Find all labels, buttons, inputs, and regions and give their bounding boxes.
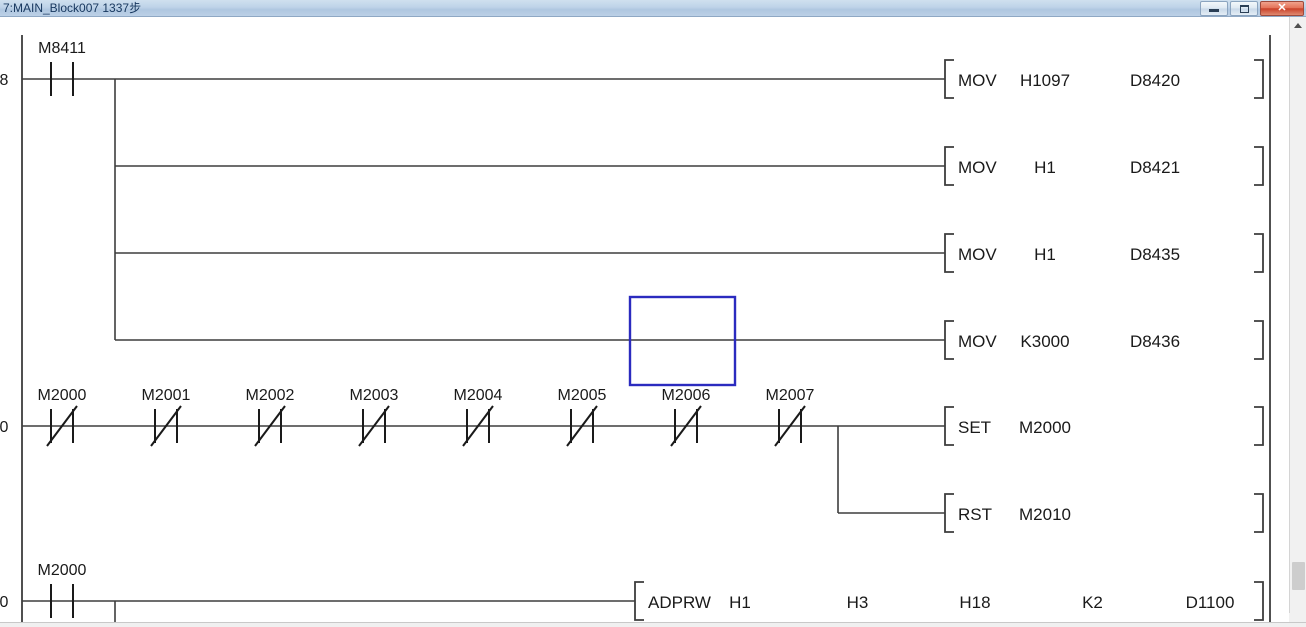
- contact-label: M2003: [350, 387, 399, 404]
- instruction-name: SET: [958, 418, 991, 437]
- contact-slash: [774, 405, 806, 447]
- contact-label: M2006: [662, 387, 711, 404]
- instruction-operand-0: H1097: [1020, 71, 1070, 90]
- instruction-bracket-open: [944, 493, 954, 533]
- instruction-bracket-open: [944, 59, 954, 99]
- close-icon: ✕: [1277, 2, 1287, 14]
- instruction-name: MOV: [958, 71, 997, 90]
- instruction-bracket-close: [1254, 581, 1264, 621]
- instruction-operand-2: H18: [959, 593, 990, 612]
- rung-interlock-chain[interactable]: M2000 M2001 M2002 M2003 M2004 M2005 M2006 M2007…: [22, 387, 1264, 533]
- instruction-bracket-close: [1254, 59, 1264, 99]
- contact-label: M2001: [142, 387, 191, 404]
- instruction-bracket-open: [944, 320, 954, 360]
- instruction-bracket-open: [944, 406, 954, 446]
- minimize-button[interactable]: [1200, 1, 1228, 16]
- instruction-bracket-close: [1254, 493, 1264, 533]
- minimize-icon: [1201, 2, 1227, 15]
- instruction-operand-1: D8435: [1130, 245, 1180, 264]
- instruction-operand-0: K3000: [1020, 332, 1069, 351]
- instruction-name: MOV: [958, 245, 997, 264]
- instruction-operand-0: H1: [1034, 158, 1056, 177]
- instruction-operand-0: H1: [729, 593, 751, 612]
- contact-label: M8411: [38, 40, 86, 57]
- contact-label: M2004: [454, 387, 503, 404]
- window-titlebar[interactable]: 7:MAIN_Block007 1337步 ✕: [0, 0, 1306, 17]
- contact-slash: [670, 405, 702, 447]
- instruction-bracket-open: [944, 146, 954, 186]
- instruction-operand-0: H1: [1034, 245, 1056, 264]
- contact-label: M2002: [246, 387, 295, 404]
- instruction-bracket-close: [1254, 146, 1264, 186]
- selection-cursor-box[interactable]: [628, 295, 737, 387]
- contact-slash: [566, 405, 598, 447]
- instruction-bracket-close: [1254, 320, 1264, 360]
- instruction-operand-3: K2: [1082, 593, 1103, 612]
- instruction-bracket-close: [1254, 233, 1264, 273]
- contact-slash: [254, 405, 286, 447]
- contact-label: M2007: [766, 387, 815, 404]
- contact-label: M2000: [38, 562, 87, 579]
- maximize-icon: [1231, 2, 1257, 15]
- chevron-up-icon: [1294, 23, 1302, 28]
- window-controls: ✕: [1200, 1, 1304, 16]
- instruction-operand-1: H3: [847, 593, 869, 612]
- instruction-name: MOV: [958, 332, 997, 351]
- contact-label: M2000: [38, 387, 87, 404]
- instruction-name: ADPRW: [648, 593, 711, 612]
- window-title: 7:MAIN_Block007 1337步: [3, 1, 142, 15]
- instruction-operand-0: M2000: [1019, 418, 1071, 437]
- instruction-operand-1: D8436: [1130, 332, 1180, 351]
- instruction-bracket-open: [634, 581, 644, 621]
- instruction-name: RST: [958, 505, 992, 524]
- maximize-button[interactable]: [1230, 1, 1258, 16]
- instruction-operand-1: D8420: [1130, 71, 1180, 90]
- scroll-up-button[interactable]: [1290, 17, 1306, 34]
- contact-label: M2005: [558, 387, 607, 404]
- instruction-bracket-close: [1254, 406, 1264, 446]
- contact-slash: [358, 405, 390, 447]
- instruction-operand-0: M2010: [1019, 505, 1071, 524]
- step-number-0: 8: [0, 72, 9, 89]
- step-number-2: 0: [0, 594, 9, 611]
- vertical-scrollbar-thumb[interactable]: [1292, 562, 1305, 590]
- instruction-name: MOV: [958, 158, 997, 177]
- vertical-scrollbar[interactable]: [1289, 17, 1306, 627]
- instruction-bracket-open: [944, 233, 954, 273]
- contact-slash: [462, 405, 494, 447]
- contact-slash: [46, 405, 78, 447]
- contact-slash: [150, 405, 182, 447]
- step-number-1: 0: [0, 419, 9, 436]
- instruction-operand-1: D8421: [1130, 158, 1180, 177]
- close-button[interactable]: ✕: [1260, 1, 1304, 16]
- window-bottom-edge: [0, 622, 1306, 627]
- instruction-operand-4: D1100: [1186, 593, 1235, 612]
